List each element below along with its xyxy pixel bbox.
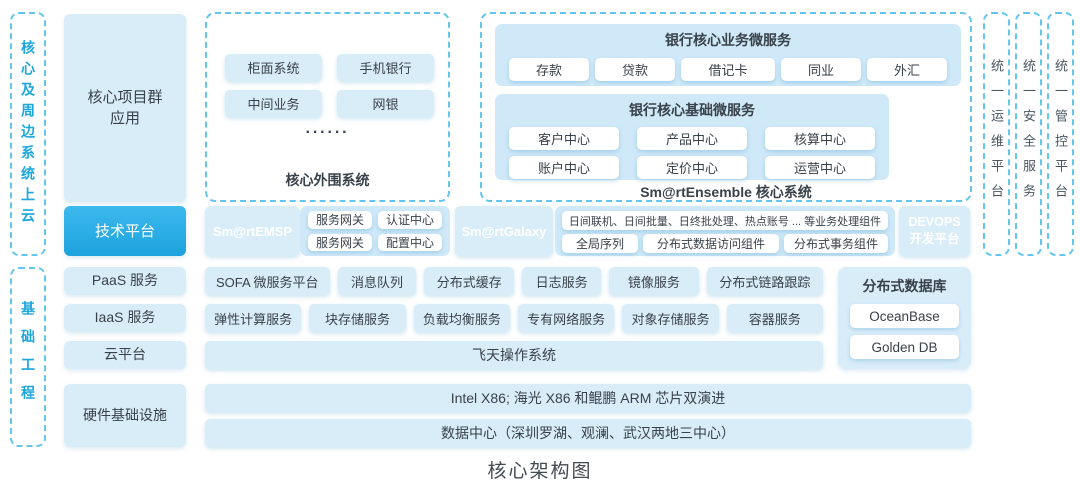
- business-item: 存款: [509, 58, 589, 81]
- basic-item: 产品中心: [637, 127, 747, 150]
- peripheral-item: 手机银行: [337, 54, 434, 81]
- paas-item: 镜像服务: [609, 267, 699, 295]
- database-item: OceanBase: [850, 304, 959, 328]
- devops-line2: 开发平台: [909, 232, 960, 246]
- right-rail-governance: 统一管控平台: [1047, 12, 1074, 256]
- emsp-item: 服务网关: [308, 233, 372, 251]
- basic-microservices-row1: 客户中心 产品中心 核算中心: [495, 120, 889, 150]
- basic-item: 账户中心: [509, 156, 619, 179]
- peripheral-item: 柜面系统: [225, 54, 322, 81]
- basic-microservices-title: 银行核心基础微服务: [629, 102, 755, 118]
- right-rail-ops-label: 统一运维平台: [989, 59, 1004, 209]
- right-rail-governance-label: 统一管控平台: [1053, 59, 1068, 209]
- database-box: 分布式数据库 OceanBase Golden DB: [838, 267, 971, 369]
- side-label-paas-text: PaaS 服务: [91, 272, 159, 289]
- galaxy-item: 全局序列: [562, 234, 638, 253]
- basic-microservices-panel: 银行核心基础微服务 客户中心 产品中心 核算中心 账户中心 定价中心 运营中心: [495, 94, 889, 180]
- galaxy-row: 全局序列 分布式数据访问组件 分布式事务组件: [562, 234, 888, 253]
- basic-item: 运营中心: [765, 156, 875, 179]
- paas-item: 消息队列: [337, 267, 417, 295]
- basic-item: 定价中心: [637, 156, 747, 179]
- paas-item: 分布式缓存: [424, 267, 515, 295]
- emsp-item: 认证中心: [378, 211, 442, 229]
- peripheral-item: 中间业务: [225, 90, 322, 117]
- right-rail-security-label: 统一安全服务: [1021, 59, 1036, 209]
- business-item: 借记卡: [681, 58, 775, 81]
- galaxy-item: 分布式数据访问组件: [643, 234, 779, 253]
- emsp-item: 服务网关: [308, 211, 372, 229]
- emsp-item: 配置中心: [378, 233, 442, 251]
- database-item: Golden DB: [850, 335, 959, 359]
- left-rail-infra-label: 基础工程: [20, 301, 36, 413]
- database-title: 分布式数据库: [862, 278, 947, 294]
- side-label-iaas-text: IaaS 服务: [94, 309, 156, 326]
- peripheral-systems-box: 柜面系统 手机银行 中间业务 网银 ······ 核心外围系统: [205, 12, 450, 202]
- iaas-row: 弹性计算服务 块存储服务 负载均衡服务 专有网络服务 对象存储服务 容器服务: [205, 304, 823, 332]
- business-item: 外汇: [867, 58, 947, 81]
- left-rail-core-cloud: 核心及周边系统上云: [10, 12, 46, 256]
- diagram-title: 核心架构图: [487, 461, 593, 482]
- devops-line1: DEVOPS: [908, 215, 961, 230]
- galaxy-panel: 日间联机、日间批量、日终批处理、热点账号 ... 等业务处理组件 全局序列 分布…: [555, 206, 895, 256]
- iaas-item: 弹性计算服务: [205, 304, 302, 332]
- peripheral-ellipsis: ······: [305, 124, 350, 141]
- hardware-chips-bar: Intel X86; 海光 X86 和鲲鹏 ARM 芯片双演进: [205, 384, 971, 412]
- peripheral-title: 核心外围系统: [285, 172, 370, 188]
- side-label-apps: 核心项目群 应用: [64, 14, 186, 202]
- galaxy-banner: 日间联机、日间批量、日终批处理、热点账号 ... 等业务处理组件: [562, 211, 888, 230]
- paas-item: 日志服务: [522, 267, 602, 295]
- hardware-datacenter-bar: 数据中心（深圳罗湖、观澜、武汉两地三中心）: [205, 419, 971, 447]
- iaas-item: 对象存储服务: [622, 304, 719, 332]
- left-rail-core-cloud-label: 核心及周边系统上云: [20, 39, 36, 229]
- side-label-hardware-text: 硬件基础设施: [83, 406, 167, 423]
- paas-row: SOFA 微服务平台 消息队列 分布式缓存 日志服务 镜像服务 分布式链路跟踪: [205, 267, 823, 295]
- paas-item: SOFA 微服务平台: [205, 267, 330, 295]
- ensemble-box: 银行核心业务微服务 存款 贷款 借记卡 同业 外汇 银行核心基础微服务 客户中心…: [480, 12, 972, 202]
- basic-item: 客户中心: [509, 127, 619, 150]
- basic-item: 核算中心: [765, 127, 875, 150]
- side-label-tech: 技术平台: [64, 206, 186, 256]
- paas-item: 分布式链路跟踪: [706, 267, 823, 295]
- iaas-item: 容器服务: [726, 304, 823, 332]
- galaxy-box: Sm@rtGalaxy: [455, 206, 553, 256]
- side-label-cloud: 云平台: [64, 341, 186, 369]
- left-rail-infra: 基础工程: [10, 267, 46, 447]
- iaas-item: 专有网络服务: [517, 304, 615, 332]
- right-rail-security: 统一安全服务: [1015, 12, 1042, 256]
- peripheral-item: 网银: [337, 90, 434, 117]
- cloud-os-bar: 飞天操作系统: [205, 341, 823, 369]
- business-microservices-row: 存款 贷款 借记卡 同业 外汇: [495, 50, 961, 81]
- side-label-hardware: 硬件基础设施: [64, 384, 186, 447]
- business-microservices-title: 银行核心业务微服务: [665, 32, 791, 48]
- emsp-box: Sm@rtEMSP: [205, 206, 300, 256]
- devops-box: DEVOPS 开发平台: [899, 206, 970, 256]
- right-rail-ops: 统一运维平台: [983, 12, 1010, 256]
- emsp-panel: 服务网关 认证中心 服务网关 配置中心: [300, 206, 450, 256]
- side-label-tech-text: 技术平台: [94, 222, 155, 240]
- side-label-paas: PaaS 服务: [64, 267, 186, 295]
- basic-microservices-row2: 账户中心 定价中心 运营中心: [495, 150, 889, 179]
- iaas-item: 块存储服务: [309, 304, 406, 332]
- business-microservices-panel: 银行核心业务微服务 存款 贷款 借记卡 同业 外汇: [495, 24, 961, 86]
- side-label-apps-line1: 核心项目群: [87, 89, 163, 106]
- side-label-cloud-text: 云平台: [104, 346, 146, 363]
- side-label-iaas: IaaS 服务: [64, 304, 186, 332]
- iaas-item: 负载均衡服务: [413, 304, 510, 332]
- galaxy-item: 分布式事务组件: [784, 234, 888, 253]
- business-item: 贷款: [595, 58, 675, 81]
- side-label-apps-line2: 应用: [109, 110, 140, 127]
- business-item: 同业: [781, 58, 861, 81]
- ensemble-title: Sm@rtEnsemble 核心系统: [640, 184, 812, 200]
